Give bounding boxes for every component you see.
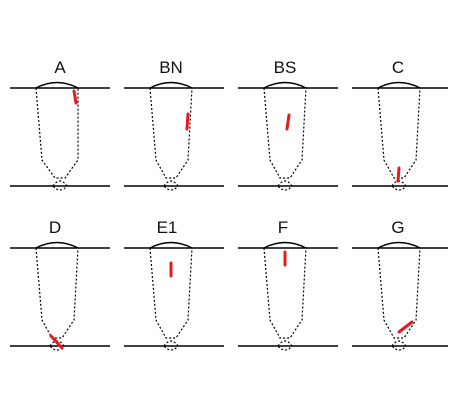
weld-fusion-boundary [35, 87, 79, 179]
panel-label-g: G [391, 218, 404, 237]
weld-fusion-boundary [377, 247, 421, 339]
crack-mark-d [49, 334, 64, 350]
weld-fusion-boundary [149, 247, 193, 339]
panel-bs: BS [238, 58, 338, 191]
panel-label-bn: BN [159, 58, 183, 77]
weld-face-cap [263, 81, 307, 89]
weld-face-cap [377, 81, 421, 89]
panel-label-c: C [392, 58, 404, 77]
weld-face-cap [35, 81, 79, 89]
weld-fusion-boundary [149, 87, 193, 179]
root-bead [163, 180, 179, 191]
crack-mark-c [396, 166, 401, 183]
root-bead [391, 180, 407, 191]
panel-c: C [352, 58, 448, 191]
weld-fusion-boundary [35, 247, 79, 339]
panel-a: A [10, 58, 110, 191]
panel-label-f: F [278, 218, 288, 237]
root-bead [277, 340, 293, 351]
panel-label-bs: BS [274, 58, 297, 77]
weld-face-cap [149, 81, 193, 89]
crack-mark-g [397, 320, 414, 334]
crack-mark-bn [185, 112, 190, 131]
weld-fusion-boundary [263, 247, 307, 339]
panel-e1: E1 [124, 218, 224, 351]
weld-fusion-boundary [377, 87, 421, 179]
panel-bn: BN [124, 58, 224, 191]
weld-face-cap [35, 241, 79, 249]
panel-label-a: A [54, 58, 66, 77]
root-bead [391, 340, 407, 351]
panel-label-d: D [49, 218, 61, 237]
panel-f: F [238, 218, 338, 351]
root-bead [52, 180, 68, 191]
weld-fusion-boundary [263, 87, 307, 179]
panel-g: G [352, 218, 448, 351]
weld-face-cap [263, 241, 307, 249]
root-bead [163, 340, 179, 351]
crack-mark-a [72, 89, 78, 105]
panel-d: D [10, 218, 110, 351]
weld-face-cap [149, 241, 193, 249]
panel-label-e1: E1 [157, 218, 178, 237]
root-bead [277, 180, 293, 191]
root-bead [49, 340, 65, 351]
crack-mark-bs [285, 113, 291, 131]
weld-face-cap [377, 241, 421, 249]
